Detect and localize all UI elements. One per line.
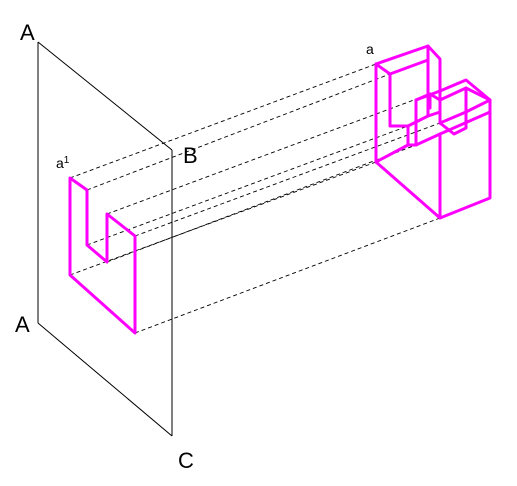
object-edge <box>374 44 492 220</box>
label-projection-vertex-base: a <box>56 155 64 171</box>
object-edge <box>374 143 410 164</box>
label-object-vertex: a <box>366 41 374 57</box>
projection-outline <box>68 176 137 335</box>
label-plane-top-right: B <box>183 143 198 168</box>
object-edge <box>464 98 492 114</box>
object-edge <box>438 110 492 136</box>
projector-line <box>86 125 409 246</box>
projection-plane <box>37 41 173 437</box>
label-projection-vertex: a1 <box>56 155 70 171</box>
plane-edge-bottom <box>37 322 173 437</box>
object-edge <box>438 110 468 136</box>
label-plane-top-left: A <box>20 20 35 45</box>
projector-line <box>106 144 417 263</box>
projector-line <box>86 73 391 191</box>
object-edge <box>406 58 430 128</box>
object-3d <box>374 44 492 220</box>
label-projection-vertex-superscript: 1 <box>64 155 70 166</box>
projector-line <box>106 93 431 215</box>
projector-lines <box>69 63 441 334</box>
projector-line <box>134 217 441 334</box>
projector-line <box>69 63 377 179</box>
label-plane-bottom-left: A <box>15 312 30 337</box>
label-plane-bottom-right: C <box>178 448 194 473</box>
object-edge <box>388 72 410 128</box>
plane-edge-top <box>37 41 173 151</box>
projector-line <box>69 161 377 276</box>
projector-line <box>134 122 441 237</box>
